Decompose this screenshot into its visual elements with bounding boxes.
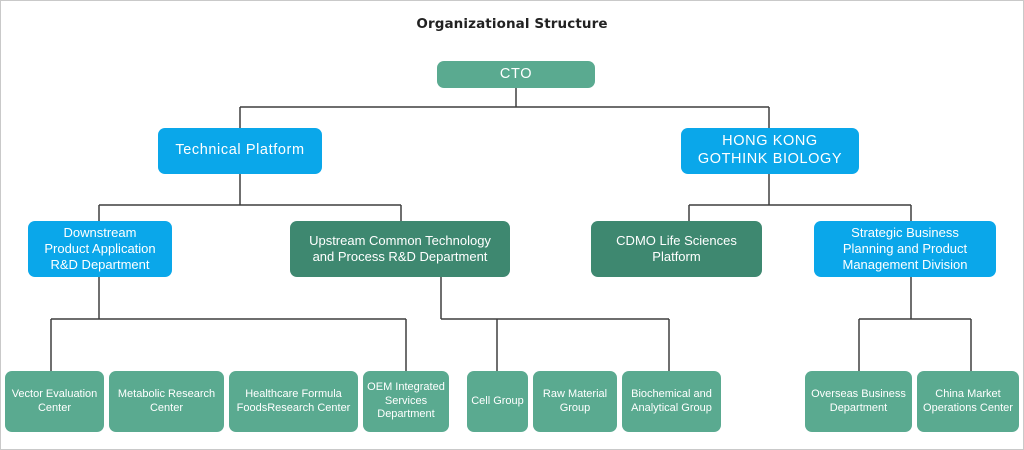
- chart-title: Organizational Structure: [416, 16, 608, 32]
- node-oem-integrated: OEM Integrated Services Department: [363, 371, 449, 432]
- node-downstream-rd: Downstream Product Application R&D Depar…: [28, 221, 172, 277]
- node-metabolic-research: Metabolic Research Center: [109, 371, 224, 432]
- node-healthcare-formula: Healthcare Formula FoodsResearch Center: [229, 371, 358, 432]
- node-raw-material: Raw Material Group: [533, 371, 617, 432]
- node-biochemical-analytical: Biochemical and Analytical Group: [622, 371, 721, 432]
- node-vector-evaluation: Vector Evaluation Center: [5, 371, 104, 432]
- node-cto: CTO: [437, 61, 595, 88]
- node-china-market: China Market Operations Center: [917, 371, 1019, 432]
- node-upstream-rd: Upstream Common Technology and Process R…: [290, 221, 510, 277]
- node-strategic-planning: Strategic Business Planning and Product …: [814, 221, 996, 277]
- node-cdmo-platform: CDMO Life Sciences Platform: [591, 221, 762, 277]
- node-overseas-business: Overseas Business Department: [805, 371, 912, 432]
- node-cell-group: Cell Group: [467, 371, 528, 432]
- node-technical-platform: Technical Platform: [158, 128, 322, 174]
- node-hong-kong-gothink-biology: HONG KONG GOTHINK BIOLOGY: [681, 128, 859, 174]
